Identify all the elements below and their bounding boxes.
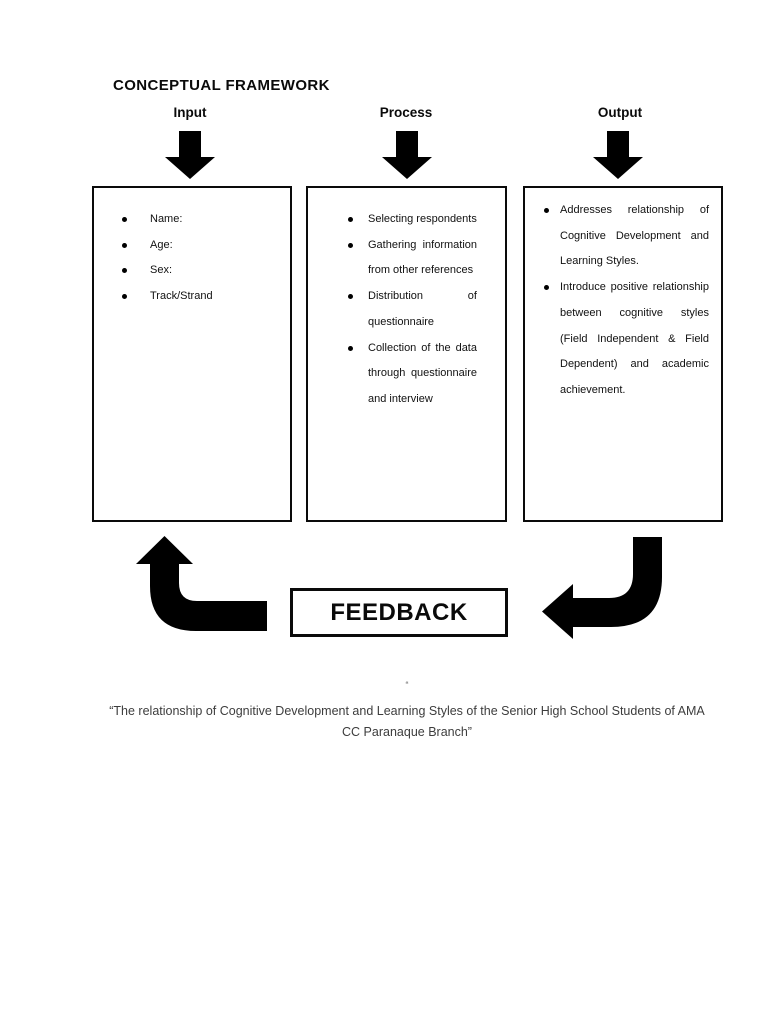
process-box: Selecting respondents Gathering informat… bbox=[306, 186, 507, 522]
list-item: Collection of the data through questionn… bbox=[308, 336, 505, 413]
process-list: Selecting respondents Gathering informat… bbox=[308, 188, 505, 413]
output-box: Addresses relationship of Cognitive Deve… bbox=[523, 186, 723, 522]
down-arrow-icon bbox=[593, 131, 643, 179]
stray-quote-mark: “ bbox=[405, 680, 409, 690]
figure-caption: “The relationship of Cognitive Developme… bbox=[47, 701, 767, 743]
page-title: CONCEPTUAL FRAMEWORK bbox=[113, 77, 330, 94]
list-item: Name: bbox=[94, 207, 290, 233]
list-item: Addresses relationship of Cognitive Deve… bbox=[525, 198, 721, 275]
curved-left-arrow-icon bbox=[542, 537, 662, 639]
list-item: Track/Strand bbox=[94, 284, 290, 310]
list-item: Distribution of questionnaire bbox=[308, 284, 505, 335]
output-list: Addresses relationship of Cognitive Deve… bbox=[525, 188, 721, 404]
input-list: Name: Age: Sex: Track/Strand bbox=[94, 188, 290, 310]
list-item: Gathering information from other referen… bbox=[308, 233, 505, 284]
column-header-process: Process bbox=[379, 105, 433, 120]
column-header-input: Input bbox=[173, 105, 207, 120]
down-arrow-icon bbox=[382, 131, 432, 179]
feedback-label: FEEDBACK bbox=[330, 598, 468, 626]
list-item: Age: bbox=[94, 233, 290, 259]
list-item: Introduce positive relationship between … bbox=[525, 275, 721, 404]
column-header-output: Output bbox=[597, 105, 643, 120]
input-box: Name: Age: Sex: Track/Strand bbox=[92, 186, 292, 522]
figure-caption-text: “The relationship of Cognitive Developme… bbox=[109, 704, 705, 739]
feedback-box: FEEDBACK bbox=[290, 588, 508, 637]
list-item: Sex: bbox=[94, 258, 290, 284]
down-arrow-icon bbox=[165, 131, 215, 179]
list-item: Selecting respondents bbox=[308, 207, 505, 233]
curved-up-arrow-icon bbox=[136, 536, 267, 631]
